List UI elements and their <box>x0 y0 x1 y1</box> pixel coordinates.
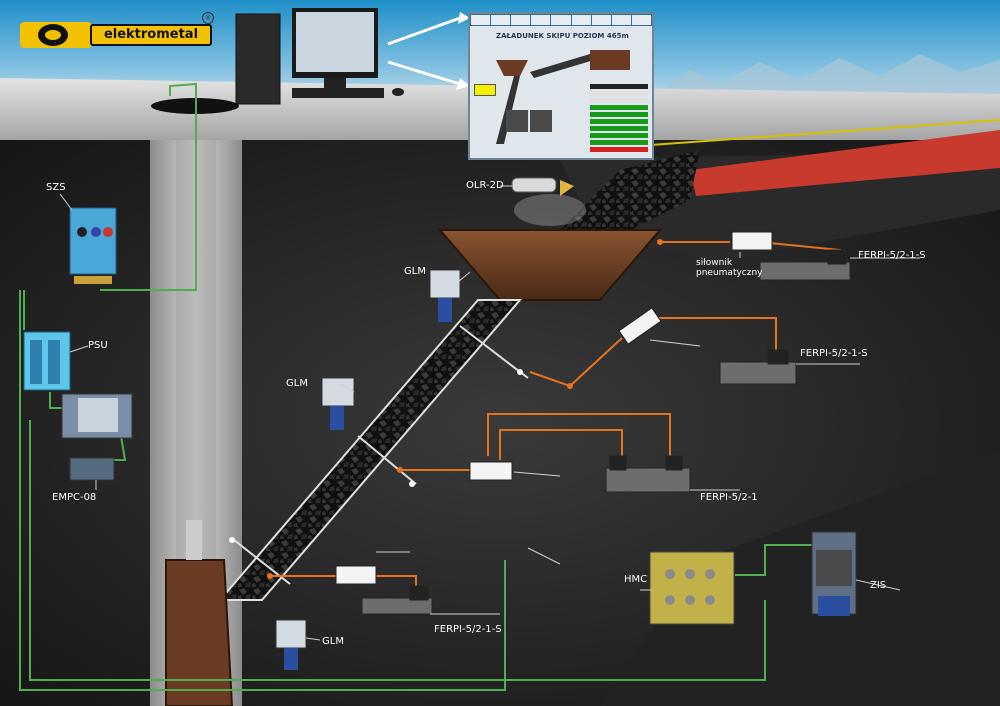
hmi-tab-bar <box>470 14 652 26</box>
hmi-graphic <box>496 50 630 144</box>
pc-tower <box>235 13 281 105</box>
logo-badge <box>20 22 92 48</box>
pneumatic-hoses <box>270 241 841 588</box>
label-silownik-2: pneumatyczny <box>696 268 763 278</box>
hmi-menu-item <box>590 140 648 145</box>
label-ferpi-2: FERPI-5/2-1-S <box>800 348 868 359</box>
loading-chute <box>217 299 523 601</box>
szs-panel <box>69 207 117 275</box>
hmi-alert-box <box>474 84 496 96</box>
label-hmc: HMC <box>624 574 648 585</box>
label-psu: PSU <box>88 340 108 351</box>
hmi-menu-item <box>590 133 648 138</box>
hmi-tab <box>631 15 651 25</box>
leader-lines <box>59 185 920 641</box>
skip-vessel <box>165 559 234 706</box>
hmi-menu-item <box>590 147 648 152</box>
pneumatic-cylinders <box>335 231 773 585</box>
glm-sensors <box>275 269 461 670</box>
hmi-menu <box>590 84 648 154</box>
ferpi-valves <box>361 249 851 615</box>
label-szs: SZS <box>46 182 66 193</box>
mouse <box>392 88 404 96</box>
hmi-tab <box>511 15 531 25</box>
hmi-tab <box>491 15 511 25</box>
hmi-tab <box>531 15 551 25</box>
hmi-tab <box>571 15 591 25</box>
hmi-menu-item <box>590 105 648 110</box>
hmi-menu-item <box>590 112 648 117</box>
hmi-tab <box>591 15 611 25</box>
hmi-menu-item <box>590 84 648 89</box>
label-glm-2: GLM <box>286 378 308 389</box>
registered-mark: ® <box>202 12 214 24</box>
logo-text: elektrometal <box>90 24 212 46</box>
hmi-tab <box>611 15 631 25</box>
label-ferpi-1: FERPI-5/2-1-S <box>858 250 926 261</box>
hmi-menu-item <box>590 126 648 131</box>
hmi-screenshot: ZAŁADUNEK SKIPU POZIOM 465m <box>468 12 654 160</box>
loading-bin <box>437 229 663 301</box>
elektrometal-logo: elektrometal <box>20 22 212 48</box>
hmi-menu-item <box>590 98 648 103</box>
rock-mass-lower <box>600 450 1000 706</box>
conveyor-belt <box>690 130 1000 196</box>
keyboard <box>292 88 384 98</box>
hmi-title: ZAŁADUNEK SKIPU POZIOM 465m <box>496 32 629 40</box>
label-zis: ZIS <box>870 580 887 591</box>
label-silownik-1: siłownik <box>696 258 733 268</box>
hmi-menu-item <box>590 91 648 96</box>
hmi-tab <box>551 15 571 25</box>
hmi-menu-item <box>590 119 648 124</box>
label-ferpi-4: FERPI-5/2-1-S <box>434 624 502 635</box>
label-olr: OLR-2D <box>466 180 504 191</box>
hmi-tab <box>471 15 491 25</box>
label-glm-3: GLM <box>322 636 344 647</box>
label-glm-1: GLM <box>404 266 426 277</box>
label-empc: EMPC-08 <box>52 492 97 503</box>
olr-sensor <box>511 177 557 193</box>
label-ferpi-3: FERPI-5/2-1 <box>700 492 758 503</box>
hmc-unit <box>649 551 735 625</box>
coal-stream <box>560 150 700 240</box>
